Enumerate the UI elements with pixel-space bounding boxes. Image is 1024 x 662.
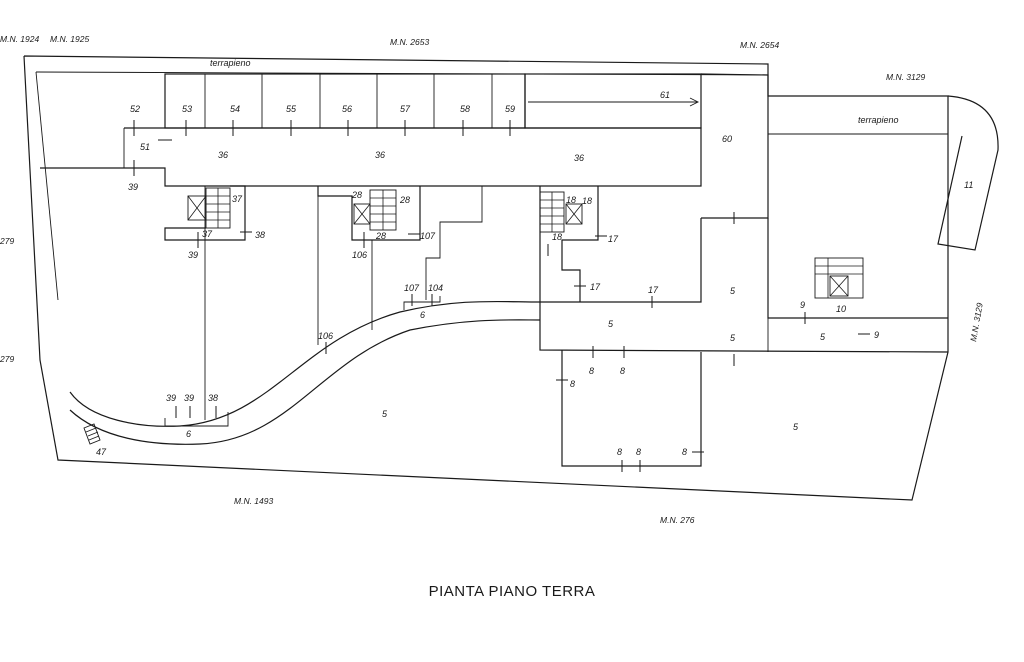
unit-label: 39 [188,250,198,260]
unit-label: 8 [620,366,625,376]
unit-label: 8 [570,379,575,389]
unit-label: 28 [399,195,410,205]
site-boundary [23,55,999,501]
unit-label: 5 [730,286,736,296]
labels: terrapieno terrapieno M.N. 1924 M.N. 192… [0,34,985,525]
unit-label: 55 [286,104,297,114]
parcel-276: M.N. 276 [660,515,695,525]
unit-label: 9 [800,300,805,310]
stair-core-middle-walls [317,186,421,241]
parcel-2654: M.N. 2654 [740,40,779,50]
unit-label: 106 [352,250,367,260]
unit-label: 38 [208,393,218,403]
unit-label: 59 [505,104,515,114]
stair-core-east [814,257,864,299]
parcel-1924: M.N. 1924 [0,34,39,44]
unit-label: 60 [722,134,732,144]
south-block [561,350,702,467]
unit-label: 6 [420,310,425,320]
unit-label: 9 [874,330,879,340]
unit-label: 5 [608,319,614,329]
unit-label: 61 [660,90,670,100]
unit-label: 18 [552,232,562,242]
unit-label: 36 [218,150,228,160]
unit-label: 47 [96,447,107,457]
unit-label: 39 [184,393,194,403]
unit-label: 56 [342,104,352,114]
embankment-label-east: terrapieno [858,115,899,125]
unit-label: 8 [682,447,687,457]
unit-label: 17 [608,234,619,244]
ramp-entrance-hatch [83,423,101,445]
stair-core-right [539,191,583,233]
unit-label: 38 [255,230,265,240]
unit-label: 8 [589,366,594,376]
unit-label: 5 [382,409,388,419]
unit-label: 36 [574,153,584,163]
unit-label: 52 [130,104,140,114]
unit-label: 11 [964,180,973,190]
parcel-2653: M.N. 2653 [390,37,429,47]
unit-label: 107 [420,231,436,241]
unit-label: 106 [318,331,333,341]
unit-label: 37 [202,229,213,239]
unit-label: 53 [182,104,192,114]
unit-label: 37 [232,194,243,204]
unit-label: 39 [128,182,138,192]
parcel-279-lower: 279 [0,354,14,364]
unit-label: 54 [230,104,240,114]
unit-label: 6 [186,429,191,439]
parcel-3129-top: M.N. 3129 [886,72,925,82]
unit-label: 57 [400,104,411,114]
unit-label: 18 [566,195,576,205]
internal-walls [204,186,483,420]
unit-label: 58 [460,104,470,114]
unit-label: 5 [793,422,799,432]
unit-label: 8 [617,447,622,457]
parcel-279-upper: 279 [0,236,14,246]
unit-label: 28 [351,190,362,200]
unit-label: 10 [836,304,846,314]
garage-row [164,73,702,129]
unit-label: 18 [582,196,592,206]
unit-label: 107 [404,283,420,293]
parcel-1925: M.N. 1925 [50,34,89,44]
stair-core-right-walls [561,186,599,302]
stair-core-left [187,187,231,229]
unit-label: 5 [730,333,736,343]
east-block [539,218,949,353]
parcel-3129-side: M.N. 3129 [968,302,985,343]
embankment-label-top: terrapieno [210,58,251,68]
unit-label: 28 [375,231,386,241]
unit-label: 39 [166,393,176,403]
unit-label: 51 [140,142,150,152]
door-ticks [133,120,870,472]
unit-label: 17 [590,282,601,292]
unit-label: 104 [428,283,443,293]
unit-label: 5 [820,332,826,342]
unit-label: 36 [375,150,385,160]
parcel-1493: M.N. 1493 [234,496,273,506]
unit-label: 8 [636,447,641,457]
plan-title: PIANTA PIANO TERRA [428,583,596,600]
curved-ramp [69,296,541,445]
stair-core-middle [353,189,397,231]
unit-label: 17 [648,285,659,295]
